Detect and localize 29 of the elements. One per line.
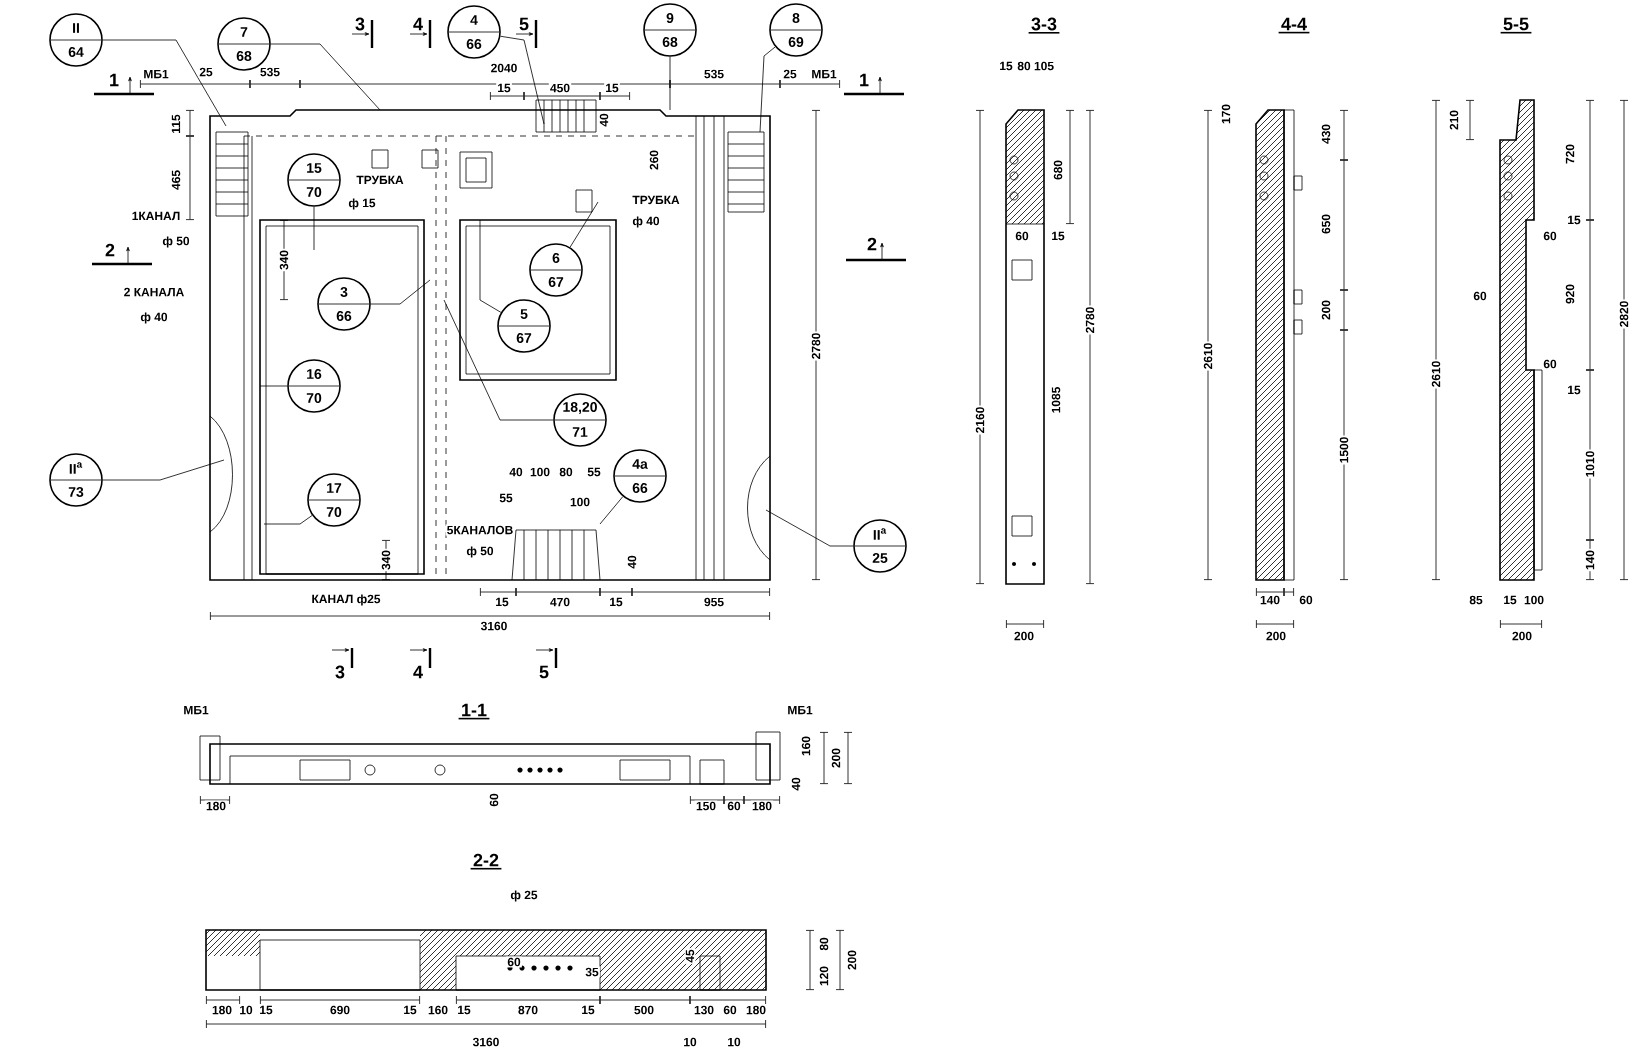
section-title: 2-2	[469, 853, 503, 870]
leader-line	[765, 509, 854, 547]
section-title: 1-1	[457, 703, 491, 720]
leader-line	[370, 279, 431, 305]
leader-line	[259, 385, 288, 387]
section-mark: 5	[539, 665, 549, 679]
leader-line	[263, 515, 313, 525]
leader-line	[599, 496, 624, 525]
section-mark: 2	[867, 237, 877, 251]
leader-line	[669, 56, 671, 111]
leader-line	[479, 219, 502, 313]
section-mark: 1	[110, 73, 119, 87]
section-mark: 3	[335, 665, 345, 679]
leader-line	[102, 459, 225, 481]
section-mark: 4	[413, 17, 423, 31]
leader-line	[270, 43, 381, 111]
section-title: 4-4	[1277, 17, 1311, 34]
section-mark: 4	[413, 665, 423, 679]
leader-line	[759, 46, 776, 133]
section-mark: 5	[519, 17, 529, 31]
leader-line	[313, 206, 315, 251]
section-title: 3-3	[1027, 17, 1061, 34]
section-mark: 1	[860, 73, 869, 87]
leader-line	[500, 35, 545, 125]
leader-line	[102, 39, 227, 127]
section-mark: 2	[105, 243, 115, 257]
section-mark: 3	[355, 17, 365, 31]
section-title: 5-5	[1499, 17, 1533, 34]
leader-line	[443, 299, 554, 421]
